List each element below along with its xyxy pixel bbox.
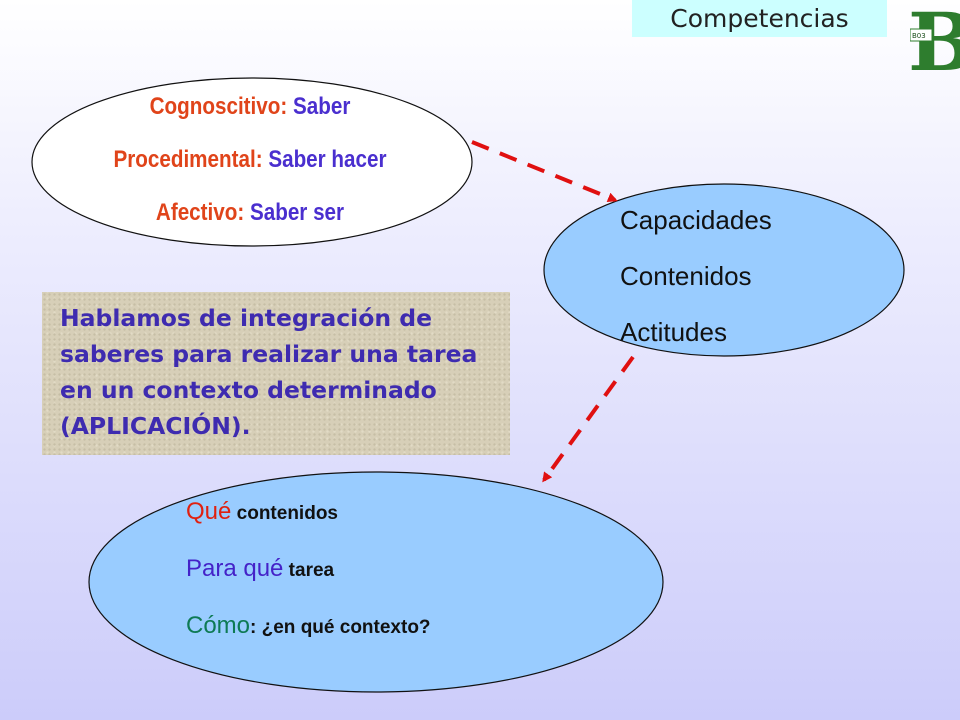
bottom-ellipse-text: Qué contenidos Para qué tarea Cómo: ¿en … <box>186 498 431 669</box>
para-que-line: Para qué tarea <box>186 555 335 582</box>
que-line: Qué contenidos <box>186 498 338 525</box>
saber-hacer-row: Procedimental: Saber hacer <box>113 146 387 173</box>
top-ellipse <box>31 77 473 247</box>
top-ellipse-text: Cognoscitivo: Saber Procedimental: Saber… <box>70 93 430 252</box>
contenidos-item: Contenidos <box>620 261 752 291</box>
saber-ser-row: Afectivo: Saber ser <box>155 199 345 226</box>
integration-text: Hablamos de integración de saberes para … <box>60 304 478 440</box>
como-line: Cómo: ¿en qué contexto? <box>186 612 431 639</box>
capacidades-item: Capacidades <box>620 205 772 235</box>
actitudes-item: Actitudes <box>620 317 727 347</box>
svg-text:B03: B03 <box>912 32 926 40</box>
b-logo: B B03 <box>910 2 960 76</box>
competencias-tag: Competencias <box>632 0 887 37</box>
arrow-right-to-bottom <box>542 355 635 483</box>
integration-text-box: Hablamos de integración de saberes para … <box>42 292 510 455</box>
saber-row: Cognoscitivo: Saber <box>149 93 351 120</box>
arrow-top-to-right <box>471 140 618 203</box>
right-ellipse <box>543 183 905 357</box>
right-ellipse-list: Capacidades Contenidos Actitudes <box>620 198 772 366</box>
bottom-ellipse <box>88 471 664 693</box>
